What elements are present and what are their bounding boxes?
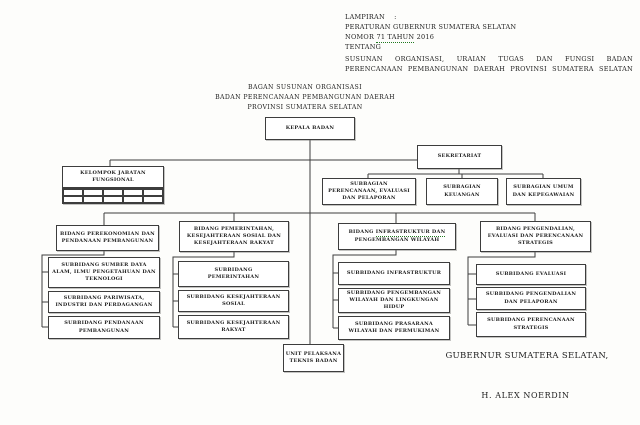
- subbidang-label: SUBBIDANG SUMBER DAYA ALAM, ILMU PENGETA…: [52, 261, 156, 283]
- subbidang-label: SUBBIDANG KESEJAHTERAAN RAKYAT: [186, 319, 281, 333]
- functional-grid-cell: [63, 189, 83, 196]
- subbidang-label: SUBBIDANG PENDANAAN PEMBANGUNAN: [64, 320, 144, 334]
- subbidang-box: SUBBIDANG PEMERINTAHAN: [178, 261, 289, 287]
- bidang-label: BIDANG PEMERINTAHAN, KESEJAHTERAAN SOSIA…: [186, 225, 282, 247]
- functional-grid-cell: [123, 189, 143, 196]
- subbidang-box: SUBBIDANG EVALUASI: [476, 264, 586, 285]
- bidang-perekonomian-box: BIDANG PEREKONOMIAN DAN PENDANAAN PEMBAN…: [56, 225, 159, 251]
- nomor-prefix: NOMOR: [345, 33, 377, 41]
- kelompok-jabatan-box: KELOMPOK JABATAN FUNGSIONAL: [62, 166, 164, 188]
- subbidang-box: SUBBIDANG KESEJAHTERAAN RAKYAT: [178, 315, 289, 339]
- signature-name: H. ALEX NOERDIN: [481, 391, 570, 400]
- subbidang-label: SUBBIDANG PEMERINTAHAN: [207, 266, 260, 280]
- subbidang-label: SUBBIDANG PRASARANA WILAYAH DAN PERMUKIM…: [348, 320, 440, 334]
- subbidang-label: SUBBIDANG PENGEMBANGAN WILAYAH DAN LINGK…: [346, 289, 442, 311]
- nomor-line: NOMOR 71 TAHUN 2016: [345, 32, 633, 43]
- bracket-col2: [172, 252, 235, 328]
- sekretariat-box: SEKRETARIAT: [417, 145, 502, 169]
- bracket-col4: [467, 252, 536, 326]
- bidang-rail-line: [103, 212, 536, 225]
- lampiran-line: LAMPIRAN :: [345, 13, 397, 21]
- functional-grid-cell: [103, 189, 123, 196]
- peraturan-line: PERATURAN GUBERNUR SUMATERA SELATAN: [345, 23, 517, 31]
- subbidang-label: SUBBIDANG EVALUASI: [495, 270, 567, 277]
- upt-label: UNIT PELAKSANA TEKNIS BADAN: [285, 350, 342, 364]
- subbidang-box: SUBBIDANG SUMBER DAYA ALAM, ILMU PENGETA…: [48, 257, 160, 288]
- tentang-line: TENTANG: [345, 43, 382, 51]
- bidang-infrastruktur-box: BIDANG INFRASTRUKTUR DAN PENGEMBANGAN WI…: [338, 223, 456, 250]
- subbidang-box: SUBBIDANG PENGEMBANGAN WILAYAH DAN LINGK…: [338, 288, 450, 313]
- subject-paragraph: SUSUNAN ORGANISASI, URAIAN TUGAS DAN FUN…: [345, 55, 633, 73]
- legal-header: LAMPIRAN : PERATURAN GUBERNUR SUMATERA S…: [345, 12, 633, 74]
- subbidang-label: SUBBIDANG INFRASTRUKTUR: [346, 269, 442, 276]
- subbidang-label: SUBBIDANG PENGENDALIAN DAN PELAPORAN: [485, 291, 577, 305]
- nomor-suffix: 2016: [414, 33, 435, 41]
- bidang-label-suffix: PENGEMBANGAN WILAYAH: [354, 236, 440, 243]
- subbidang-box: SUBBIDANG PARIWISATA, INDUSTRI DAN PERDA…: [48, 291, 160, 313]
- subbidang-label: SUBBIDANG PARIWISATA, INDUSTRI DAN PERDA…: [55, 294, 153, 308]
- kelompok-jabatan-label: KELOMPOK JABATAN FUNGSIONAL: [80, 169, 146, 183]
- functional-group-grid: [62, 188, 164, 204]
- kepala-badan-box: KEPALA BADAN: [265, 117, 355, 140]
- bidang-pemerintahan-box: BIDANG PEMERINTAHAN, KESEJAHTERAAN SOSIA…: [179, 221, 289, 252]
- chart-title-line3: PROVINSI SUMATERA SELATAN: [247, 104, 363, 111]
- subbidang-box: SUBBIDANG KESEJAHTERAAN SOSIAL: [178, 290, 289, 312]
- functional-grid-cell: [103, 196, 123, 203]
- subbagian-label: SUBBAGIAN KEUANGAN: [443, 184, 481, 198]
- bidang-label: BIDANG PEREKONOMIAN DAN PENDANAAN PEMBAN…: [60, 230, 155, 244]
- functional-grid-cell: [83, 196, 103, 203]
- bidang-label-prefix: BIDANG: [348, 229, 376, 236]
- bidang-label: BIDANG PENGENDALIAN, EVALUASI DAN PERENC…: [487, 225, 584, 247]
- bracket-col3: [332, 250, 397, 329]
- functional-grid-cell: [143, 196, 163, 203]
- subbidang-box: SUBBIDANG PENGENDALIAN DAN PELAPORAN: [476, 287, 586, 310]
- subbidang-label: SUBBIDANG KESEJAHTERAAN SOSIAL: [186, 293, 281, 307]
- upt-box: UNIT PELAKSANA TEKNIS BADAN: [283, 344, 344, 372]
- bidang-pengendalian-box: BIDANG PENGENDALIAN, EVALUASI DAN PERENC…: [480, 221, 591, 252]
- bracket-col1: [41, 251, 105, 328]
- subbagian-label: SUBBAGIAN PERENCANAAN, EVALUASI DAN PELA…: [328, 180, 410, 202]
- subbagian-perencanaan-box: SUBBAGIAN PERENCANAAN, EVALUASI DAN PELA…: [322, 178, 416, 205]
- subbidang-box: SUBBIDANG INFRASTRUKTUR: [338, 262, 450, 285]
- chart-title: BAGAN SUSUNAN ORGANISASI BADAN PERENCANA…: [150, 83, 460, 113]
- bidang-label: BIDANG INFRASTRUKTUR DAN PENGEMBANGAN WI…: [339, 229, 455, 243]
- subbagian-umum-box: SUBBAGIAN UMUM DAN KEPEGAWAIAN: [506, 178, 581, 205]
- bidang-spellcheck-underline: INFRASTRUKTUR DAN: [375, 229, 446, 237]
- chart-title-line2: BADAN PERENCANAAN PEMBANGUNAN DAERAH: [215, 94, 395, 101]
- subbagian-label: SUBBAGIAN UMUM DAN KEPEGAWAIAN: [512, 184, 575, 198]
- signature-office: GUBERNUR SUMATERA SELATAN,: [445, 351, 609, 361]
- functional-grid-cell: [83, 189, 103, 196]
- functional-grid-cell: [143, 189, 163, 196]
- sekretariat-branch-line: [367, 169, 544, 178]
- sekretariat-label: SEKRETARIAT: [437, 153, 482, 160]
- kepala-badan-label: KEPALA BADAN: [285, 124, 335, 131]
- functional-grid-cell: [123, 196, 143, 203]
- functional-grid-cell: [63, 196, 83, 203]
- top-branch-line: [109, 159, 417, 166]
- chart-title-line1: BAGAN SUSUNAN ORGANISASI: [248, 84, 362, 91]
- subbagian-keuangan-box: SUBBAGIAN KEUANGAN: [426, 178, 498, 205]
- nomor-spellcheck-underline: 71 TAHUN: [376, 33, 415, 43]
- subbidang-box: SUBBIDANG PRASARANA WILAYAH DAN PERMUKIM…: [338, 316, 450, 340]
- subbidang-box: SUBBIDANG PENDANAAN PEMBANGUNAN: [48, 316, 160, 339]
- subbidang-box: SUBBIDANG PERENCANAAN STRATEGIS: [476, 312, 586, 337]
- subbidang-label: SUBBIDANG PERENCANAAN STRATEGIS: [487, 317, 575, 331]
